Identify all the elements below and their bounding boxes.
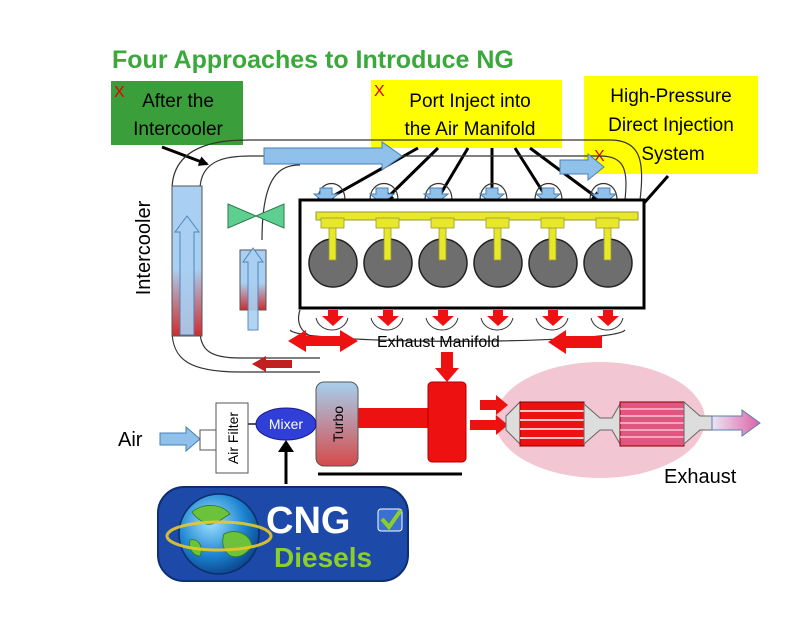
exhaust-downpipe-arrow bbox=[435, 352, 459, 382]
exhaust-port-arrows bbox=[322, 310, 619, 326]
post-turbo-arrow-2 bbox=[470, 415, 508, 435]
air-label: Air bbox=[118, 429, 143, 451]
globe-icon bbox=[178, 493, 260, 575]
right-duct-arrow bbox=[559, 152, 605, 182]
cylinder-1 bbox=[308, 217, 358, 288]
throttle-valve-icon bbox=[227, 203, 285, 229]
exhaust-label: Exhaust bbox=[664, 466, 737, 488]
egr-return-arrow bbox=[252, 356, 292, 372]
fuel-rail bbox=[315, 211, 639, 221]
callout-after-intercooler bbox=[111, 81, 243, 145]
intake-blue-arrows bbox=[263, 141, 618, 205]
post-turbo-arrow-1 bbox=[480, 395, 508, 415]
cylinder-5 bbox=[528, 217, 578, 288]
air-duct-outlines bbox=[171, 139, 643, 373]
tailpipe-arrow bbox=[711, 409, 761, 437]
callout-port-inject-line2: the Air Manifold bbox=[405, 119, 536, 140]
exhaust-manifold-left-arrow bbox=[548, 330, 602, 354]
turbo-label: Turbo bbox=[330, 406, 346, 442]
callout-direct-injection-line1: High-Pressure bbox=[610, 86, 731, 107]
globe-ring-icon bbox=[165, 520, 273, 552]
exhaust-manifold-double-arrow bbox=[288, 330, 358, 352]
cylinder-3 bbox=[418, 217, 468, 288]
bypass-cooler-arrow bbox=[242, 247, 264, 331]
logo-word-diesels: Diesels bbox=[274, 542, 372, 573]
catalyst-2-bands bbox=[620, 408, 684, 438]
callout-direct-injection-line3: System bbox=[641, 144, 704, 165]
gas-feed-arrowhead bbox=[278, 440, 294, 452]
turbine-outlet-pipe bbox=[358, 408, 430, 428]
air-filter-box bbox=[215, 402, 249, 474]
air-filter-label: Air Filter bbox=[225, 412, 241, 464]
cylinder-6 bbox=[583, 217, 633, 288]
logo-checkmark-icon bbox=[380, 508, 403, 531]
callout-after-intercooler-line1: After the bbox=[142, 91, 214, 112]
cylinder-2 bbox=[363, 217, 413, 288]
air-filter-neck bbox=[199, 429, 217, 451]
exhaust-manifold-label: Exhaust Manifold bbox=[377, 334, 500, 351]
callout-after-intercooler-marker: X bbox=[114, 84, 125, 101]
top-duct-arrow bbox=[263, 141, 403, 171]
engine-cylinders bbox=[308, 217, 633, 288]
intercooler-flow-arrow bbox=[174, 215, 200, 336]
callout-port-inject bbox=[371, 80, 562, 148]
cylinder-4 bbox=[473, 217, 523, 288]
catalyst-1 bbox=[519, 401, 585, 447]
callout-after-intercooler-line2: Intercooler bbox=[133, 119, 223, 140]
logo-word-cng: CNG bbox=[266, 500, 350, 542]
callout-direct-injection-line2: Direct Injection bbox=[608, 115, 734, 136]
callout-port-inject-marker: X bbox=[374, 83, 385, 100]
exhaust-collector bbox=[427, 381, 467, 463]
mixer-label: Mixer bbox=[269, 416, 304, 432]
intercooler-label: Intercooler bbox=[133, 200, 155, 295]
diagram-title: Four Approaches to Introduce NG bbox=[112, 46, 514, 74]
exhaust-loops bbox=[315, 317, 624, 331]
callout-port-inject-line1: Port Inject into bbox=[409, 91, 530, 112]
catalyst-1-bands bbox=[520, 410, 584, 439]
intake-loops bbox=[317, 183, 618, 201]
air-inlet-arrow bbox=[159, 425, 201, 453]
